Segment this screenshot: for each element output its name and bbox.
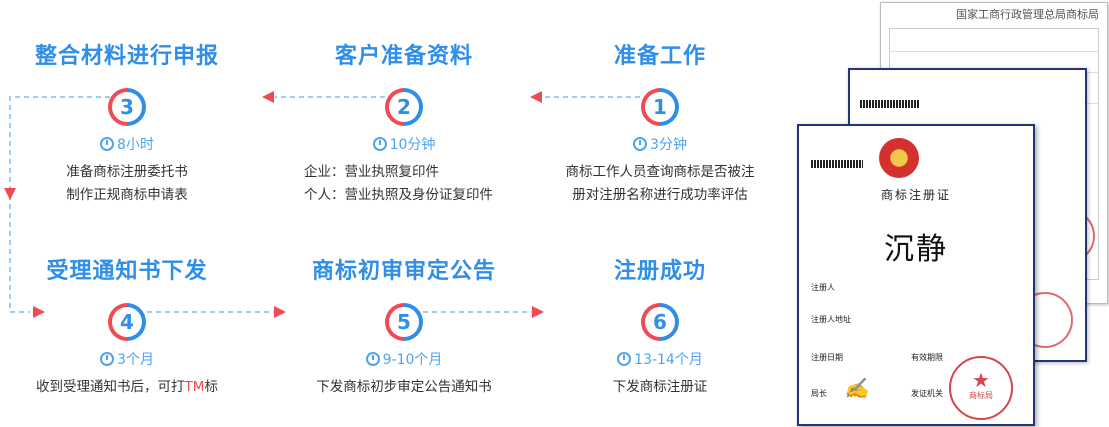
step-duration: 8小时 — [0, 135, 257, 155]
clock-icon — [633, 137, 648, 151]
step-duration: 10分钟 — [274, 135, 534, 155]
step-title: 客户准备资料 — [334, 44, 473, 69]
clock-icon — [365, 352, 380, 366]
step-number-badge: 3 — [108, 88, 146, 126]
signature: ✍ — [844, 376, 869, 400]
step-title: 注册成功 — [613, 259, 706, 284]
step-5: 商标初审审定公告 5 9-10个月 下发商标初步审定公告通知书 — [274, 257, 534, 399]
step-2: 客户准备资料 2 10分钟 企业：营业执照复印件 个人：营业执照及身份证复印件 — [274, 42, 534, 207]
barcode-icon — [860, 100, 920, 108]
tm-mark: TM — [184, 379, 205, 395]
step-number-badge: 6 — [641, 303, 679, 341]
step-title: 商标初审审定公告 — [311, 259, 496, 284]
seal-icon: ★商标局 — [949, 356, 1013, 420]
clock-icon — [100, 137, 115, 151]
arrow-down-icon — [4, 188, 16, 200]
step-number-badge: 5 — [385, 303, 423, 341]
step-title: 整合材料进行申报 — [34, 44, 219, 69]
step-description: 商标工作人员查询商标是否被注 册对注册名称进行成功率评估 — [565, 164, 755, 203]
barcode-icon — [811, 160, 863, 168]
step-description: 准备商标注册委托书 制作正规商标申请表 — [66, 164, 188, 203]
arrow-right-icon — [33, 306, 45, 318]
arrow-right-icon — [532, 306, 544, 318]
certificate-front: 商标注册证 沉静 注册人 注册人地址 注册日期 有效期限 局长 ✍ 发证机关 ★… — [797, 124, 1035, 426]
step-3: 整合材料进行申报 3 8小时 准备商标注册委托书 制作正规商标申请表 — [0, 42, 257, 207]
step-number-badge: 4 — [108, 303, 146, 341]
step-duration: 3个月 — [0, 350, 257, 370]
step-6: 注册成功 6 13-14个月 下发商标注册证 — [530, 257, 790, 399]
arrow-left-icon — [530, 91, 542, 103]
arrow-left-icon — [262, 91, 274, 103]
step-description: 下发商标初步审定公告通知书 — [316, 379, 492, 395]
step-duration: 13-14个月 — [530, 350, 790, 370]
step-4: 受理通知书下发 4 3个月 收到受理通知书后，可打TM标 — [0, 257, 257, 399]
arrow-right-icon — [274, 306, 286, 318]
step-duration: 9-10个月 — [274, 350, 534, 370]
step-number-badge: 1 — [641, 88, 679, 126]
step-1: 准备工作 1 3分钟 商标工作人员查询商标是否被注 册对注册名称进行成功率评估 — [530, 42, 790, 207]
step-description: 收到受理通知书后，可打TM标 — [36, 379, 218, 395]
step-description: 企业：营业执照复印件 个人：营业执照及身份证复印件 — [304, 164, 493, 203]
step-title: 准备工作 — [613, 44, 706, 69]
connector-3-4 — [9, 96, 110, 313]
step-title: 受理通知书下发 — [46, 259, 208, 284]
national-emblem-icon — [879, 138, 919, 178]
step-duration: 3分钟 — [530, 135, 790, 155]
step-number-badge: 2 — [385, 88, 423, 126]
step-description: 下发商标注册证 — [612, 379, 708, 395]
clock-icon — [100, 352, 115, 366]
trademark-name: 沉静 — [884, 232, 948, 267]
clock-icon — [617, 352, 632, 366]
clock-icon — [372, 137, 387, 151]
